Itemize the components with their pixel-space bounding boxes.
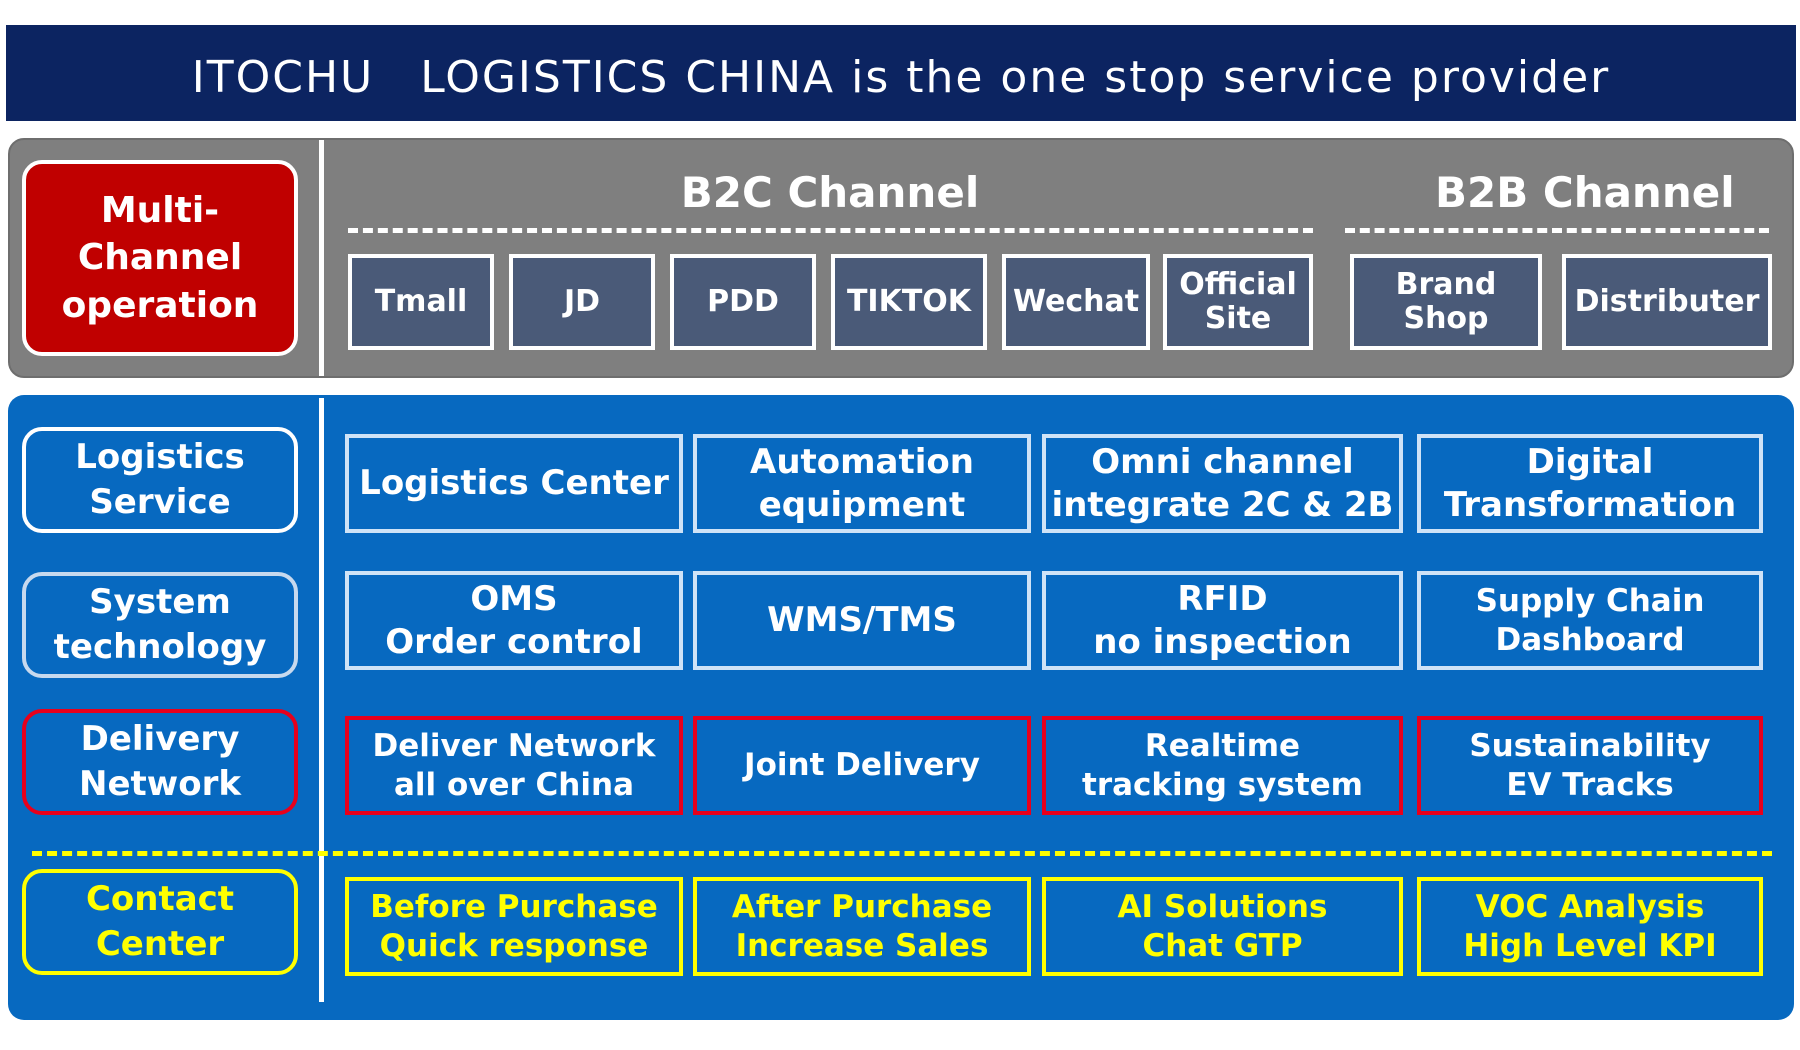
- cell-deliver-network: Deliver Network all over China: [345, 716, 683, 815]
- title-banner: ITOCHU LOGISTICS CHINA is the one stop s…: [6, 25, 1796, 121]
- channel-divider: [319, 140, 324, 376]
- cell-joint-delivery: Joint Delivery: [693, 716, 1031, 815]
- cell-oms: OMS Order control: [345, 571, 683, 670]
- channel-tiktok: TIKTOK: [831, 254, 987, 350]
- cell-realtime-tracking: Realtime tracking system: [1042, 716, 1403, 815]
- cell-after-purchase: After Purchase Increase Sales: [693, 877, 1031, 976]
- label-system-technology: System technology: [22, 572, 298, 678]
- channel-wechat: Wechat: [1002, 254, 1150, 350]
- multi-channel-operation: Multi- Channel operation: [22, 160, 298, 356]
- cell-sustainability: Sustainability EV Tracks: [1417, 716, 1763, 815]
- service-divider: [319, 398, 324, 1002]
- b2c-heading: B2C Channel: [680, 168, 980, 217]
- cell-voc-analysis: VOC Analysis High Level KPI: [1417, 877, 1763, 976]
- cell-digital-transformation: Digital Transformation: [1417, 434, 1763, 533]
- b2b-heading: B2B Channel: [1435, 168, 1735, 217]
- cell-logistics-center: Logistics Center: [345, 434, 683, 533]
- cell-supply-chain-dashboard: Supply Chain Dashboard: [1417, 571, 1763, 670]
- cell-rfid: RFID no inspection: [1042, 571, 1403, 670]
- label-contact-center: Contact Center: [22, 869, 298, 975]
- b2b-dash-line: [1345, 228, 1769, 233]
- label-delivery-network: Delivery Network: [22, 709, 298, 815]
- b2c-dash-line: [348, 228, 1313, 233]
- cell-automation-equipment: Automation equipment: [693, 434, 1031, 533]
- channel-distributer: Distributer: [1562, 254, 1772, 350]
- page-title: ITOCHU LOGISTICS CHINA is the one stop s…: [191, 52, 1611, 103]
- channel-tmall: Tmall: [348, 254, 494, 350]
- channel-jd: JD: [509, 254, 655, 350]
- contact-separator-line: [32, 851, 1772, 856]
- cell-wms-tms: WMS/TMS: [693, 571, 1031, 670]
- cell-ai-solutions: AI Solutions Chat GTP: [1042, 877, 1403, 976]
- cell-before-purchase: Before Purchase Quick response: [345, 877, 683, 976]
- cell-omni-channel: Omni channel integrate 2C & 2B: [1042, 434, 1403, 533]
- label-logistics-service: Logistics Service: [22, 427, 298, 533]
- channel-official-site: Official Site: [1163, 254, 1313, 350]
- channel-pdd: PDD: [670, 254, 816, 350]
- channel-brand-shop: Brand Shop: [1350, 254, 1542, 350]
